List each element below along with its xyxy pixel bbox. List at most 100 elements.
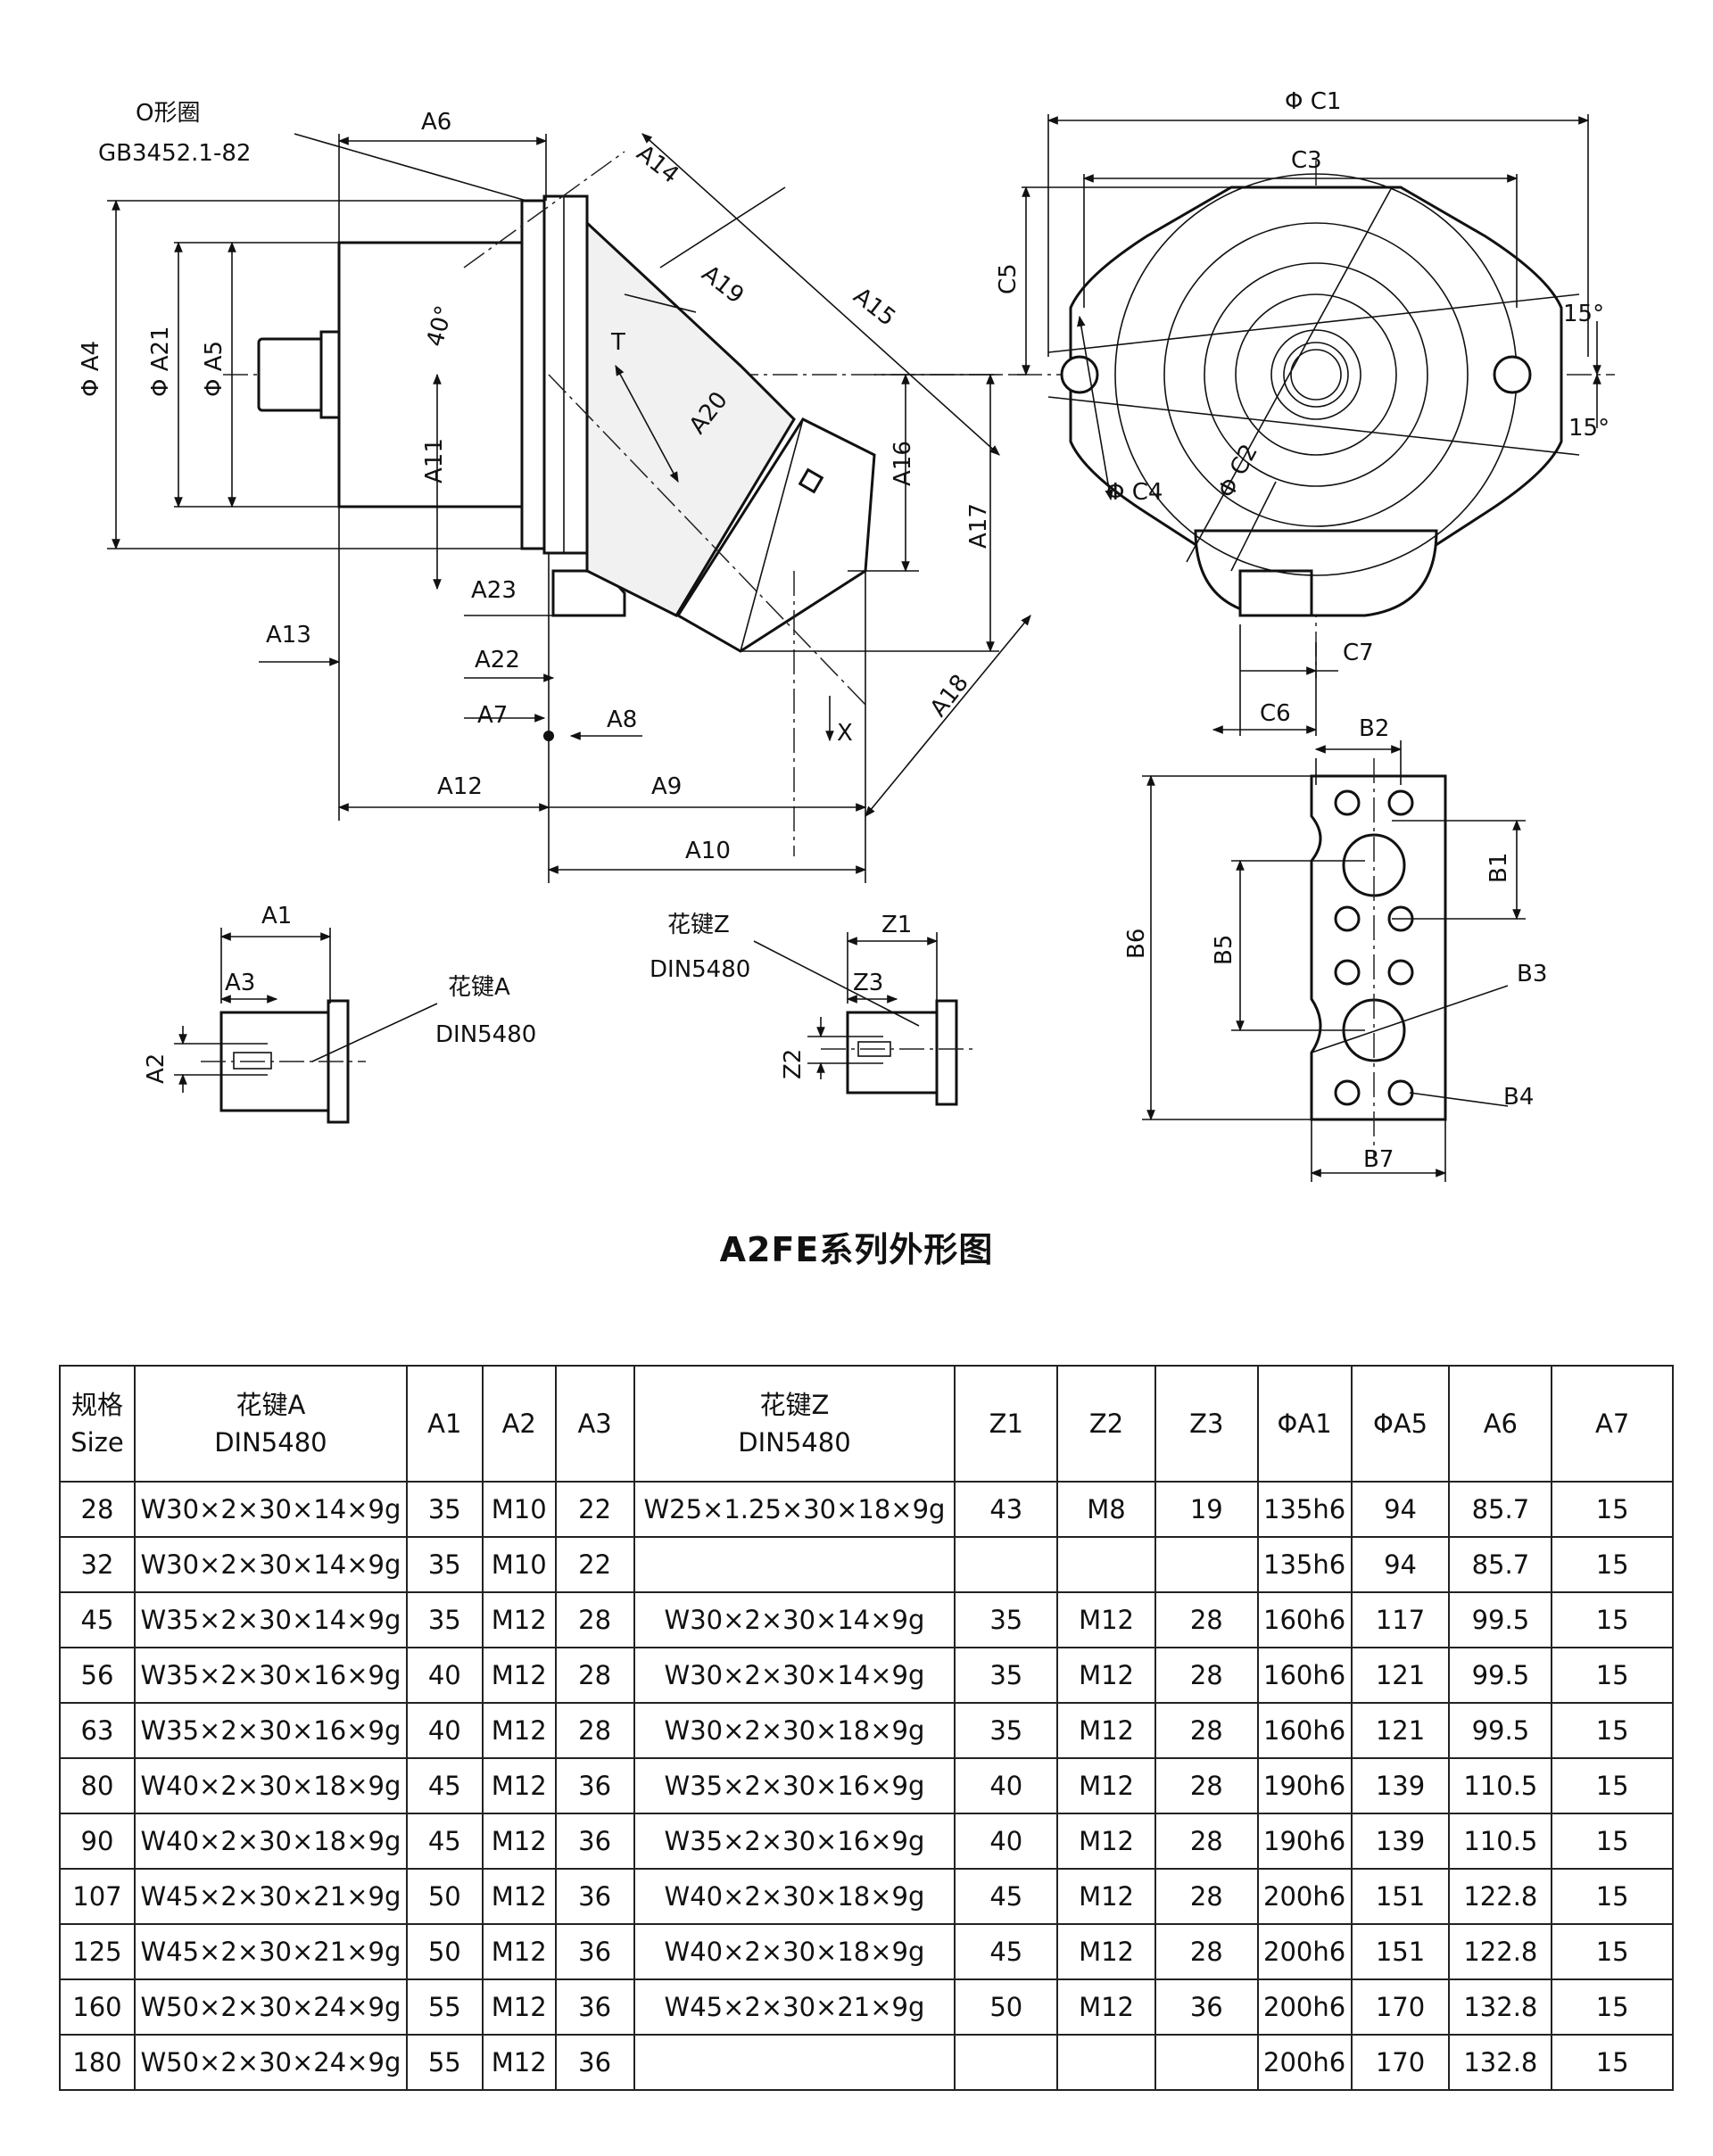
table-cell: M12 bbox=[481, 2034, 557, 2091]
label-a12: A12 bbox=[437, 773, 483, 800]
table-cell: 40 bbox=[405, 1702, 484, 1759]
table-cell: 139 bbox=[1350, 1813, 1451, 1870]
table-cell: M12 bbox=[1056, 1923, 1156, 1980]
shaft-collar bbox=[319, 330, 341, 419]
spline-a-detail bbox=[174, 928, 438, 1124]
table-cell: 28 bbox=[1154, 1647, 1259, 1704]
table-cell: W35×2×30×16×9g bbox=[133, 1647, 408, 1704]
label-oring-std: GB3452.1-82 bbox=[98, 140, 251, 167]
table-cell: 110.5 bbox=[1448, 1757, 1553, 1814]
table-cell: 45 bbox=[405, 1757, 484, 1814]
label-c7: C7 bbox=[1343, 640, 1374, 666]
label-phi-c4: Φ C4 bbox=[1106, 479, 1163, 506]
label-t: T bbox=[610, 329, 625, 356]
label-15-top: 15° bbox=[1563, 301, 1604, 327]
label-a6: A6 bbox=[421, 109, 451, 136]
table-cell: W50×2×30×24×9g bbox=[133, 2034, 408, 2091]
table-cell: M12 bbox=[481, 1702, 557, 1759]
table-cell: 180 bbox=[59, 2034, 136, 2091]
table-cell: 32 bbox=[59, 1536, 136, 1593]
column-header-line: Z1 bbox=[989, 1408, 1023, 1439]
table-cell: 15 bbox=[1551, 1757, 1674, 1814]
table-cell: 43 bbox=[954, 1481, 1059, 1538]
column-header: ΦA5 bbox=[1350, 1365, 1451, 1483]
table-cell: 170 bbox=[1350, 2034, 1451, 2091]
table-cell: M12 bbox=[481, 1757, 557, 1814]
table-cell: 55 bbox=[405, 2034, 484, 2091]
table-cell: 40 bbox=[954, 1813, 1059, 1870]
label-x: X bbox=[837, 720, 853, 747]
label-b5: B5 bbox=[1211, 935, 1237, 965]
column-header-line: Z3 bbox=[1189, 1408, 1224, 1439]
table-cell: 45 bbox=[59, 1591, 136, 1648]
table-cell: M12 bbox=[481, 1647, 557, 1704]
label-a14: A14 bbox=[632, 140, 684, 189]
table-cell: M12 bbox=[1056, 1702, 1156, 1759]
label-b7: B7 bbox=[1363, 1146, 1394, 1173]
table-cell: 190h6 bbox=[1256, 1813, 1353, 1870]
label-a8: A8 bbox=[607, 706, 637, 733]
label-z2: Z2 bbox=[780, 1049, 807, 1079]
table-cell: 170 bbox=[1350, 1978, 1451, 2036]
table-cell: 45 bbox=[954, 1868, 1059, 1925]
table-cell: 35 bbox=[954, 1647, 1059, 1704]
column-header: A2 bbox=[481, 1365, 557, 1483]
table-cell: 160 bbox=[59, 1978, 136, 2036]
table-cell: 28 bbox=[554, 1702, 635, 1759]
table-cell: W30×2×30×14×9g bbox=[633, 1591, 956, 1648]
port-plate-view bbox=[1142, 740, 1526, 1182]
column-header: A7 bbox=[1551, 1365, 1674, 1483]
table-cell: 28 bbox=[1154, 1813, 1259, 1870]
table-cell: 55 bbox=[405, 1978, 484, 2036]
table-cell: 50 bbox=[954, 1978, 1059, 2036]
label-phi-a5: Φ A5 bbox=[201, 341, 228, 397]
label-a18: A18 bbox=[925, 670, 974, 723]
rear-housing bbox=[337, 241, 528, 508]
table-cell: W30×2×30×14×9g bbox=[133, 1536, 408, 1593]
label-a11: A11 bbox=[421, 438, 448, 483]
table-cell: 122.8 bbox=[1448, 1868, 1553, 1925]
column-header-line: ΦA5 bbox=[1372, 1408, 1428, 1439]
table-cell: 15 bbox=[1551, 2034, 1674, 2091]
label-c5: C5 bbox=[995, 263, 1022, 294]
table-cell: W45×2×30×21×9g bbox=[133, 1923, 408, 1980]
table-cell: W35×2×30×16×9g bbox=[633, 1757, 956, 1814]
table-cell: 50 bbox=[405, 1868, 484, 1925]
table-cell: W25×1.25×30×18×9g bbox=[633, 1481, 956, 1538]
table-cell: 151 bbox=[1350, 1923, 1451, 1980]
table-cell: 122.8 bbox=[1448, 1923, 1553, 1980]
column-header-line: Z2 bbox=[1088, 1408, 1124, 1439]
table-cell: 135h6 bbox=[1256, 1481, 1353, 1538]
table-cell: 132.8 bbox=[1448, 1978, 1553, 2036]
table-cell: 63 bbox=[59, 1702, 136, 1759]
technical-drawing: O形圈 GB3452.1-82 A6 A14 A19 A15 40° T A20… bbox=[78, 88, 1615, 1182]
table-cell: 135h6 bbox=[1256, 1536, 1353, 1593]
table-cell: 35 bbox=[405, 1481, 484, 1538]
table-cell: 28 bbox=[1154, 1923, 1259, 1980]
label-a1: A1 bbox=[261, 903, 292, 929]
column-header: Z1 bbox=[954, 1365, 1059, 1483]
table-cell: W40×2×30×18×9g bbox=[133, 1813, 408, 1870]
table-cell: 22 bbox=[554, 1481, 635, 1538]
column-header: A6 bbox=[1448, 1365, 1553, 1483]
column-header: Z3 bbox=[1154, 1365, 1259, 1483]
table-cell: M12 bbox=[1056, 1868, 1156, 1925]
table-cell: 117 bbox=[1350, 1591, 1451, 1648]
table-cell: 28 bbox=[59, 1481, 136, 1538]
table-cell: 28 bbox=[554, 1591, 635, 1648]
table-cell: 19 bbox=[1154, 1481, 1259, 1538]
table-cell: M12 bbox=[481, 1868, 557, 1925]
label-15-bottom: 15° bbox=[1568, 415, 1610, 442]
table-cell: 28 bbox=[1154, 1702, 1259, 1759]
table-cell: 36 bbox=[554, 2034, 635, 2091]
table-cell: 200h6 bbox=[1256, 1923, 1353, 1980]
column-header-line: 花键Z bbox=[759, 1389, 830, 1420]
table-cell: 35 bbox=[405, 1591, 484, 1648]
table-cell: 121 bbox=[1350, 1647, 1451, 1704]
